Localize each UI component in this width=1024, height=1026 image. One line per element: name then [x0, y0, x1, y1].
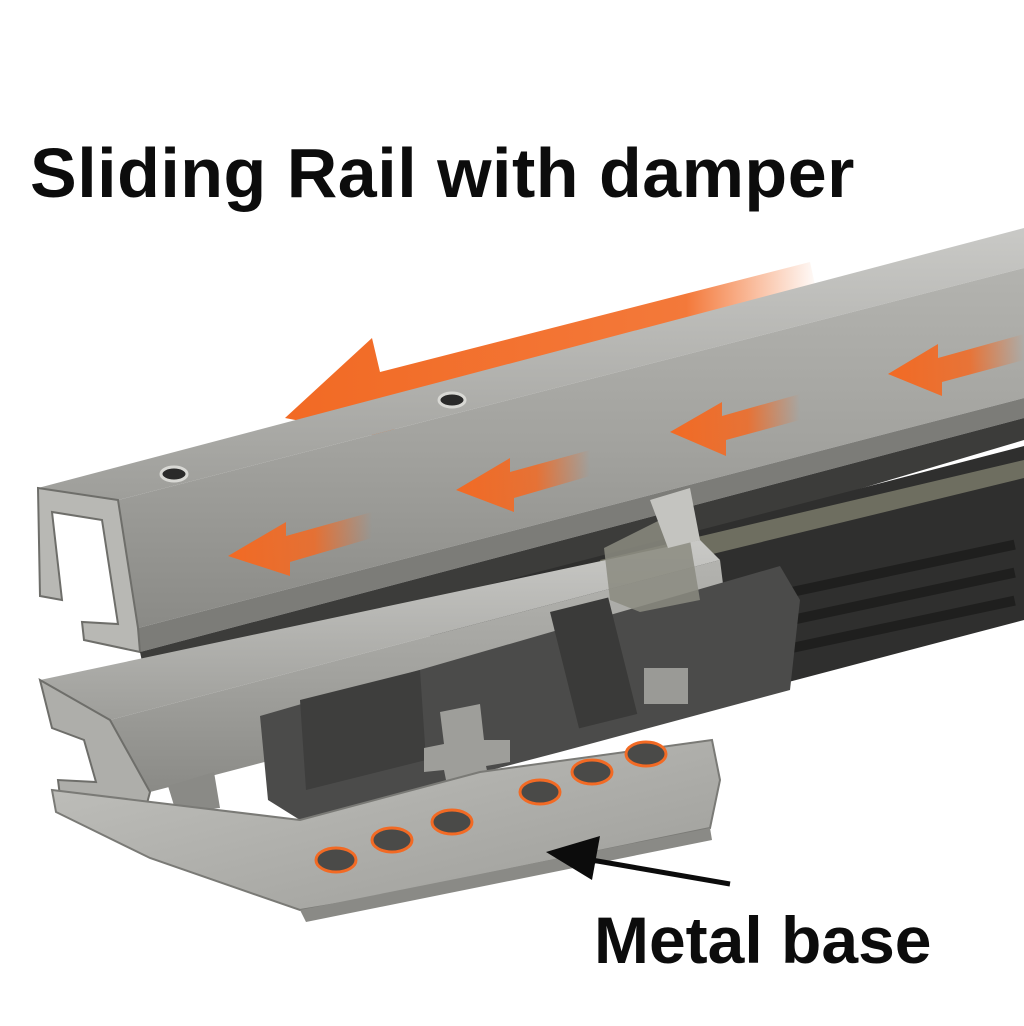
damper-housing	[168, 488, 800, 820]
motion-arrows	[228, 334, 1024, 576]
metal-base-plate	[50, 738, 722, 922]
callout-arrow-icon	[546, 836, 731, 887]
headline-title: Sliding Rail with damper	[30, 134, 855, 212]
metal-base-label: Metal base	[594, 903, 932, 977]
